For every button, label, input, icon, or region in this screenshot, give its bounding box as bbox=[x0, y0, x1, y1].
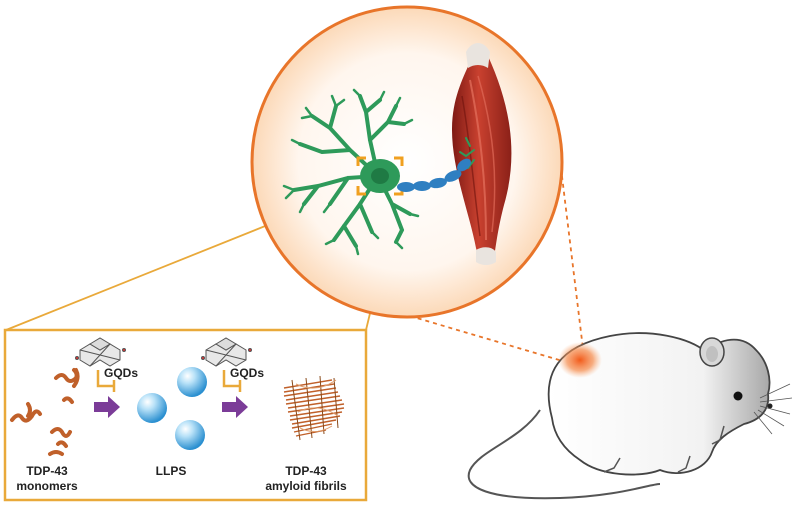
gqds-label-right: GQDs bbox=[230, 366, 264, 380]
muscle-icon bbox=[452, 43, 512, 265]
protein-monomer-icon bbox=[10, 368, 80, 456]
mechanism-inset-box bbox=[3, 328, 368, 502]
process-arrow-icon bbox=[94, 396, 248, 418]
fibrils-label-line1: TDP-43 bbox=[285, 464, 327, 478]
neuron-icon bbox=[282, 88, 475, 256]
monomers-label-line1: TDP-43 bbox=[26, 464, 68, 478]
fibril-icon bbox=[283, 375, 345, 441]
inhibition-icon bbox=[96, 370, 242, 392]
zoom-circle bbox=[250, 5, 564, 319]
hotspot-icon bbox=[558, 342, 602, 378]
axon-icon bbox=[397, 158, 471, 192]
monomers-label-line2: monomers bbox=[16, 479, 78, 493]
fibrils-label-line2: amyloid fibrils bbox=[265, 479, 347, 493]
llps-label: LLPS bbox=[156, 464, 187, 478]
gqds-label-left: GQDs bbox=[104, 366, 138, 380]
droplet-icon bbox=[137, 367, 207, 450]
mouse-icon bbox=[467, 332, 793, 500]
gqd-sheet-icon bbox=[75, 337, 252, 367]
zoom-dashed-lines bbox=[409, 159, 585, 366]
